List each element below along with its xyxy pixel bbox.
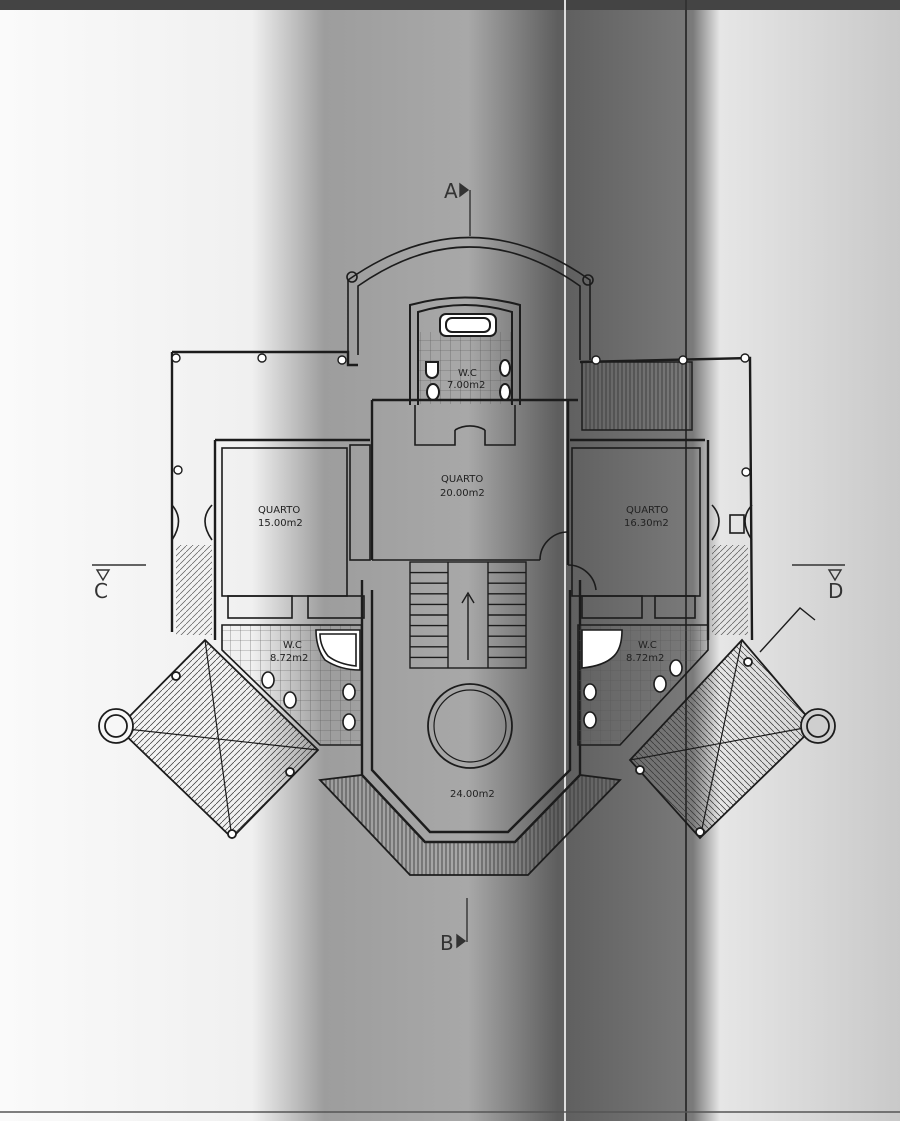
staircase (409, 561, 527, 669)
section-marker-b (456, 898, 468, 949)
quarto-center-area: 20.00m2 (440, 488, 485, 499)
front-terrace (318, 774, 622, 876)
wc-left-room (221, 624, 363, 746)
wc-right-room (577, 624, 709, 746)
quarto-center-room (349, 405, 569, 561)
quarto-left-name: QUARTO (258, 505, 300, 516)
balcony-posts (171, 353, 751, 477)
quarto-right-room (567, 447, 753, 619)
wc-right-area: 8.72m2 (626, 653, 664, 664)
section-label-a: A (444, 179, 458, 203)
balcony-hatch-right (581, 361, 693, 431)
quarto-center-name: QUARTO (441, 474, 483, 485)
section-marker-a (459, 182, 471, 236)
wc-top-area: 7.00m2 (447, 380, 485, 391)
outer-walls (170, 350, 754, 641)
paper-top-band (0, 0, 900, 10)
wc-left-name: W.C (283, 640, 302, 651)
wc-right-name: W.C (638, 640, 657, 651)
wc-top-name: W.C (458, 368, 477, 379)
quarto-left-area: 15.00m2 (258, 518, 303, 529)
section-label-d: D (828, 579, 843, 603)
wc-top-room (409, 296, 521, 405)
hall-area: 24.00m2 (450, 789, 495, 800)
wc-left-area: 8.72m2 (270, 653, 308, 664)
quarto-right-area: 16.30m2 (624, 518, 669, 529)
terrace-hatch-right (712, 545, 748, 635)
quarto-right-name: QUARTO (626, 505, 668, 516)
section-marker-d (792, 564, 845, 582)
quarto-left-room (171, 447, 365, 619)
terrace-hatch-left (176, 545, 212, 635)
section-label-c: C (94, 579, 108, 603)
corner-terrace-right (628, 607, 836, 840)
top-bay (346, 236, 594, 360)
section-label-b: B (440, 931, 454, 955)
section-marker-c (92, 564, 146, 582)
corner-terrace-left (98, 638, 320, 840)
